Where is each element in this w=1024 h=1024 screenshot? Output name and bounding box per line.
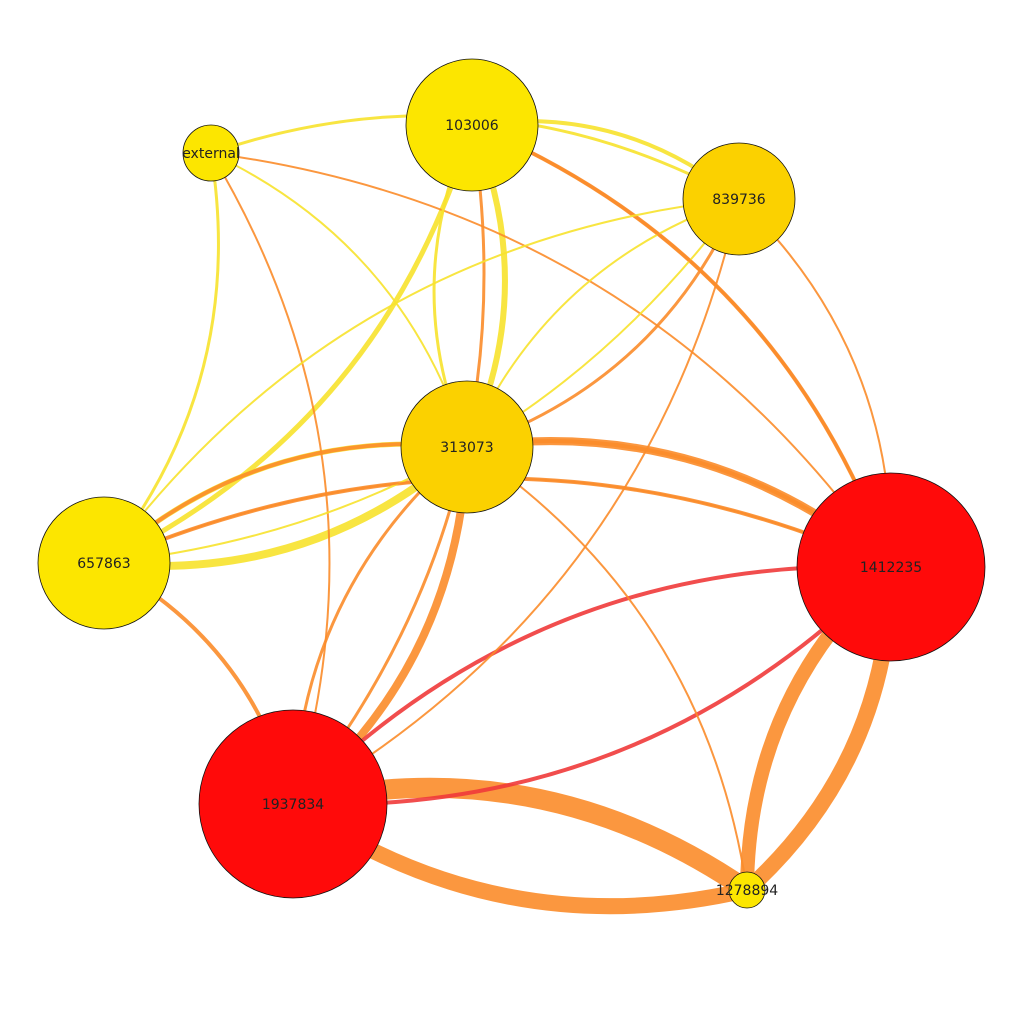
node-label-839736: 839736 — [712, 192, 766, 208]
edge-1937834-to-1412235 — [291, 564, 893, 806]
node-circle-103006[interactable] — [405, 58, 539, 192]
node-circle-1278894[interactable] — [728, 871, 766, 909]
node-label-external: external — [182, 146, 240, 162]
node-circle-external[interactable] — [182, 124, 240, 182]
node-657863[interactable]: 657863 — [37, 496, 171, 630]
node-circle-839736[interactable] — [682, 142, 796, 256]
node-circle-1412235[interactable] — [796, 472, 986, 662]
edge-657863-to-839736 — [103, 198, 740, 564]
node-label-1412235: 1412235 — [860, 560, 922, 576]
edge-1412235-to-1937834 — [291, 565, 893, 807]
node-circle-313073[interactable] — [400, 380, 534, 514]
edge-839736-to-1937834 — [292, 198, 740, 805]
node-1278894[interactable]: 1278894 — [716, 871, 778, 909]
node-circle-657863[interactable] — [37, 496, 171, 630]
node-313073[interactable]: 313073 — [400, 380, 534, 514]
edge-external-to-1412235 — [210, 152, 892, 568]
node-839736[interactable]: 839736 — [682, 142, 796, 256]
node-1937834[interactable]: 1937834 — [198, 709, 388, 899]
node-103006[interactable]: 103006 — [405, 58, 539, 192]
node-label-103006: 103006 — [445, 118, 499, 134]
edge-313073-to-1278894 — [466, 446, 748, 891]
node-circle-1937834[interactable] — [198, 709, 388, 899]
nodes-layer: external 103006 839736 313073 657863 1412235 1… — [37, 58, 986, 909]
node-label-1278894: 1278894 — [716, 883, 778, 899]
node-label-1937834: 1937834 — [262, 797, 324, 813]
node-external[interactable]: external — [182, 124, 240, 182]
node-label-657863: 657863 — [77, 556, 130, 572]
node-1412235[interactable]: 1412235 — [796, 472, 986, 662]
node-label-313073: 313073 — [440, 440, 493, 456]
edge-external-to-1937834 — [210, 152, 331, 805]
